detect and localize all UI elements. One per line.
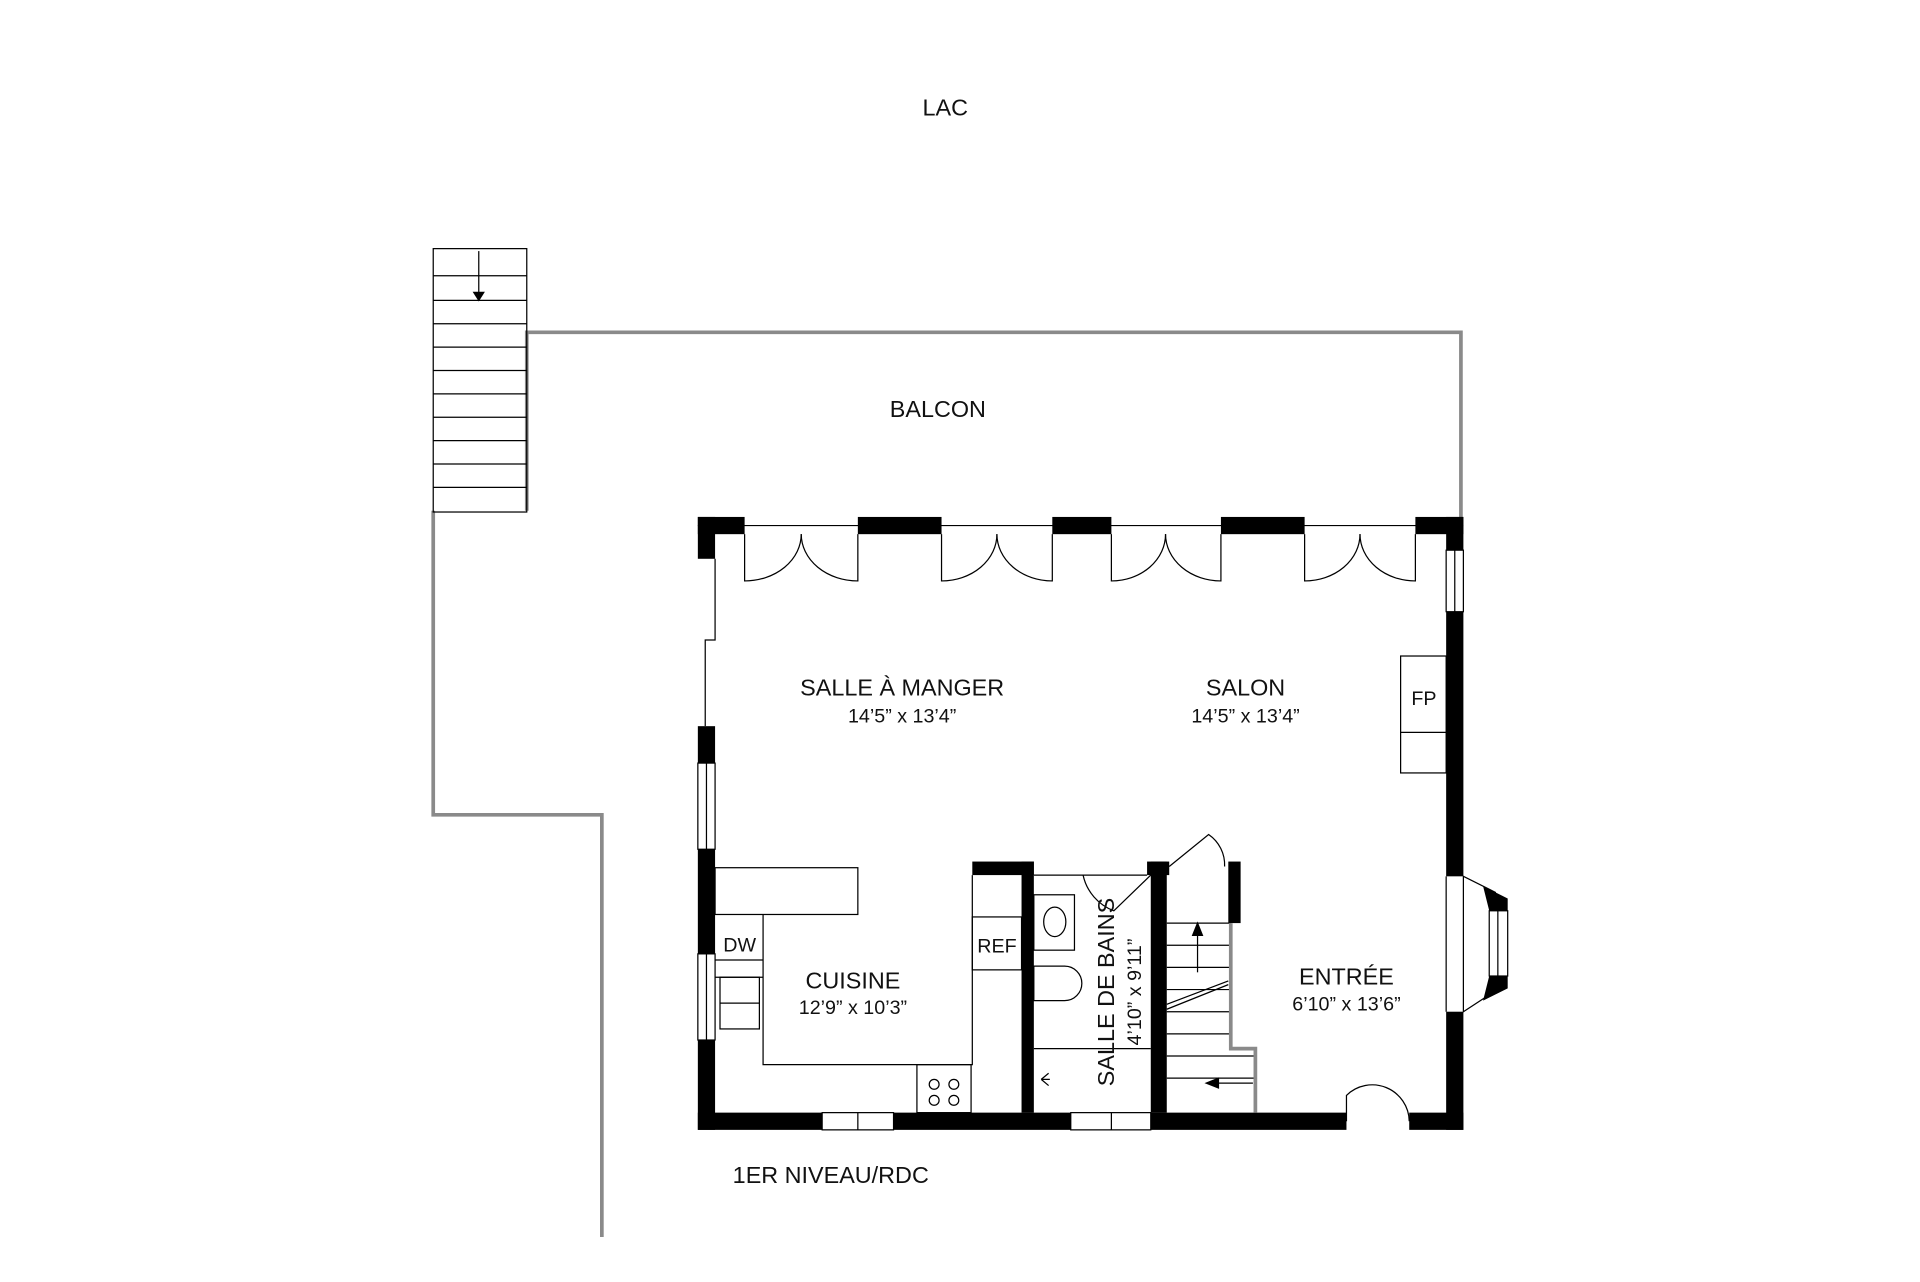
exterior-walls [697, 516, 1509, 1131]
bathroom-fixtures [1033, 894, 1151, 1087]
fireplace-label: FP [1411, 688, 1436, 710]
exterior-stairs [432, 248, 528, 513]
living-room-name: SALON [1206, 674, 1285, 700]
patio-doors [744, 534, 1416, 1122]
vanity-icon [1033, 894, 1076, 951]
bathroom-dims: 4’10” x 9’11” [1124, 939, 1146, 1046]
fireplace: FP [1400, 655, 1447, 774]
interior-walls [972, 861, 1241, 1113]
up-arrow-icon [1191, 921, 1204, 937]
dining-room-name: SALLE À MANGER [800, 674, 1004, 700]
dishwasher-label: DW [723, 934, 756, 956]
living-room-dims: 14’5” x 13’4” [1191, 705, 1299, 727]
level-label: 1ER NIVEAU/RDC [733, 1162, 929, 1188]
left-arrow-icon [1204, 1077, 1220, 1089]
refrigerator-label: REF [977, 936, 1016, 958]
toilet-icon [1033, 965, 1083, 1002]
stove-icon [916, 1064, 972, 1114]
interior-stairs [1166, 921, 1256, 1089]
shower-icon [1040, 1072, 1050, 1087]
entrance-name: ENTRÉE [1299, 964, 1394, 990]
kitchen-counters [714, 867, 1023, 1114]
bathroom-name: SALLE DE BAINS [1093, 898, 1119, 1086]
lake-label: LAC [922, 95, 967, 121]
dining-room-dims: 14’5” x 13’4” [848, 705, 956, 727]
entrance-dims: 6’10” x 13’6” [1292, 993, 1400, 1015]
balcony-outline [431, 330, 1463, 1237]
kitchen-dims: 12’9” x 10’3” [799, 997, 907, 1019]
kitchen-name: CUISINE [806, 967, 901, 993]
balcony-label: BALCON [890, 396, 986, 422]
down-arrow-icon [472, 291, 485, 302]
